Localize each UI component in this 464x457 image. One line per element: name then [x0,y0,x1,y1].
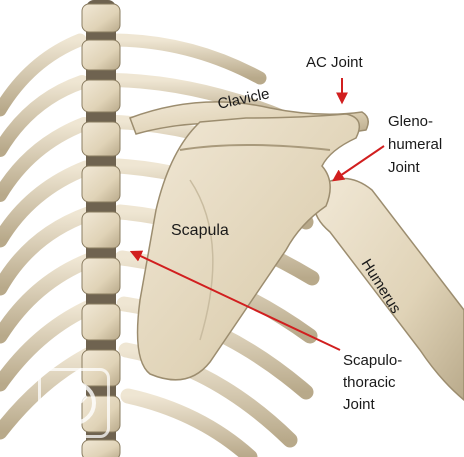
scapulothoracic-line-1: Scapulo- [343,350,402,372]
glenohumeral-line-2: humeral [388,133,442,156]
scapulothoracic-line-2: thoracic [343,372,402,394]
glenohumeral-joint-label: Gleno- humeral Joint [388,110,442,179]
scapula-bone [138,114,360,380]
scapula-label: Scapula [171,222,229,240]
scapulothoracic-line-3: Joint [343,394,402,416]
ac-joint-label: AC Joint [306,54,363,72]
glenohumeral-line-3: Joint [388,156,442,179]
glenohumeral-line-1: Gleno- [388,110,442,133]
glenohumeral-arrow [334,146,384,180]
scapulothoracic-joint-label: Scapulo- thoracic Joint [343,350,402,416]
logo-watermark-icon [38,368,110,438]
